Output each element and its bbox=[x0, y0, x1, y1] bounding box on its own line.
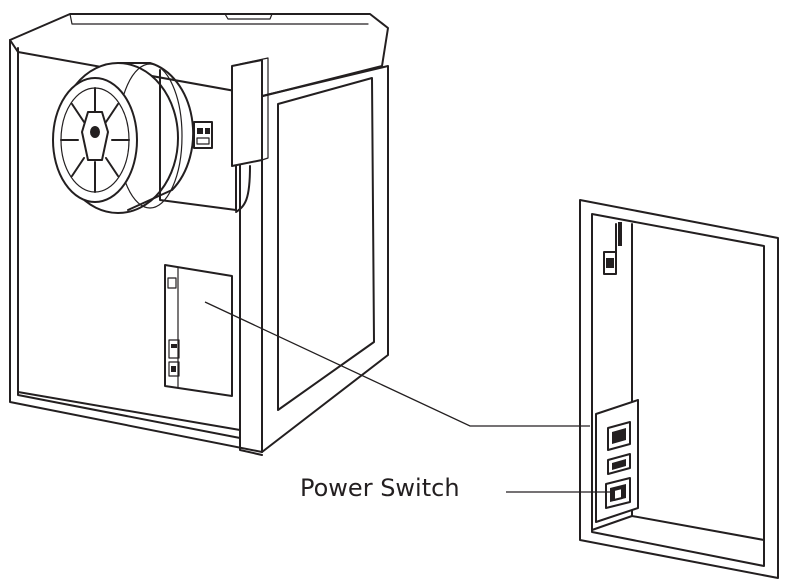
front-connector bbox=[193, 121, 213, 149]
power-switch-label: Power Switch bbox=[300, 474, 460, 502]
printer-top-lid bbox=[9, 13, 389, 97]
printer-side-face bbox=[261, 65, 389, 453]
inset-panel bbox=[579, 199, 779, 579]
callout-line bbox=[204, 301, 590, 427]
power-switch bbox=[605, 477, 631, 509]
side-window bbox=[277, 77, 375, 411]
printer-body bbox=[9, 13, 389, 456]
power-panel-cutout bbox=[164, 264, 233, 397]
filament-spool bbox=[52, 62, 195, 214]
filament-sensor bbox=[231, 57, 269, 213]
printer-front-face bbox=[17, 47, 241, 439]
